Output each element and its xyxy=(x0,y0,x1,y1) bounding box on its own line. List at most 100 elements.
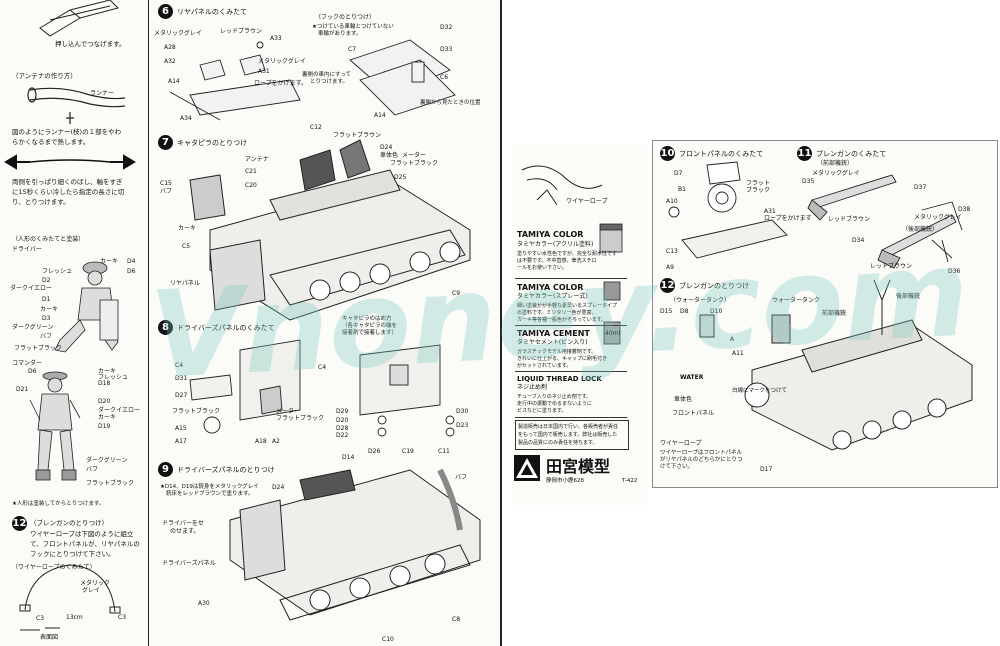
antenna-text-4: に15秒くらい冷したら指定の長さに切 xyxy=(12,188,125,196)
step6-label: C7 xyxy=(348,46,357,53)
step-12-note-text-1: ワイヤーロープは下図のように組立 xyxy=(30,530,134,538)
step9-label: のせます。 xyxy=(170,528,200,535)
step6-label: A34 xyxy=(180,115,192,122)
step12-label: ワイヤーロープはフロントパネル xyxy=(660,450,743,456)
step6-label: 裏側の車内にすって xyxy=(302,72,352,78)
step6-label: A14 xyxy=(374,112,386,119)
top-note: 押し込んでつなげます。 xyxy=(55,40,126,48)
step9-label: ドライバーをセ xyxy=(162,520,204,527)
step10-label: A10 xyxy=(666,198,678,205)
wire-rope-title: （ワイヤーロープのくみたて） xyxy=(12,564,96,571)
left-instruction-sheet: 押し込んでつなげます。 （アンテナの作り方） ランナー 図のようにランナー(枝)… xyxy=(0,0,150,646)
step11-label: D34 xyxy=(852,237,865,244)
hook-note-1: ★つけている車輪とつけていない xyxy=(312,24,394,30)
step7-label: C15 xyxy=(160,180,172,187)
step-8-title: ドライバーズパネルのくみたて xyxy=(177,324,275,332)
step10-label: フラット xyxy=(746,180,771,187)
ad-line: 細い塗装がが手軽な素早いるスプレータイプ xyxy=(517,303,618,309)
step12-label: A11 xyxy=(732,350,744,357)
ad-block-tamiya-color-spray: TAMIYA COLOR タミヤカラー(スプレー式) 細い塗装がが手軽な素早いる… xyxy=(515,281,627,326)
step10-label: A31 xyxy=(764,208,776,215)
step12-label: がリヤパネルのどちらかにとりつ xyxy=(660,457,743,463)
step12-label: （ウォータータンク） xyxy=(670,297,731,304)
step6-label: とりつけます。 xyxy=(310,79,349,85)
ad-size: 40ml xyxy=(605,330,621,337)
step11-label: レッドブラウン xyxy=(870,263,913,270)
fig-label: ダークグリーン xyxy=(86,457,128,464)
ad-line: チューブ入りのネジ止め剤です。 xyxy=(517,394,592,400)
antenna-title: （アンテナの作り方） xyxy=(12,72,77,80)
step10-label: D7 xyxy=(674,170,683,177)
step8-label: フラットブラック xyxy=(276,415,325,422)
step9-label: A30 xyxy=(198,600,210,607)
product-code: T-422 xyxy=(622,478,638,484)
step-9-note-1: ★D14、D19は銃身をメタリックグレイ xyxy=(160,484,259,490)
fig-label: D4 xyxy=(127,258,136,265)
step8-label: A15 xyxy=(175,425,187,432)
step-6-title: リヤパネルのくみたて xyxy=(177,8,248,16)
step-12-note-number: 12 xyxy=(12,516,27,531)
ad-line: の塗料です。ミリタリー色が豊富、 xyxy=(517,310,597,316)
fig-label: D20 xyxy=(98,398,111,405)
step6-label: A31 xyxy=(258,68,270,75)
step8-label: フラットブラック xyxy=(172,408,221,415)
step8-label: D20 xyxy=(336,417,349,424)
step6-label: D33 xyxy=(440,46,453,53)
fig-label: フラットブラック xyxy=(86,480,135,487)
fig-label: カーキ xyxy=(98,368,117,375)
ad-subtitle: タミヤカラー(スプレー式) xyxy=(517,293,588,300)
step12-label: WATER xyxy=(680,374,704,381)
ad-line: ールをお使い下さい。 xyxy=(517,265,568,271)
fig-label: D1 xyxy=(42,296,51,303)
step7-label: メーター xyxy=(402,152,427,159)
ad-line: は不要です。不中直感、筆洗スチロ xyxy=(517,258,597,264)
sheet-divider xyxy=(148,0,149,646)
legal-note-box: 製造販売は日本国内で行い、各販売者が責任 をもって国内で販売します。弊社は販売し… xyxy=(515,420,629,450)
figures-driver: ドライバー xyxy=(12,246,42,253)
step10-label: A9 xyxy=(666,264,674,271)
ad-title: TAMIYA COLOR xyxy=(517,283,584,292)
step7-label: D25 xyxy=(394,174,407,181)
hook-note-2: 車輪があります。 xyxy=(318,31,362,37)
step-12-number: 12 xyxy=(660,278,675,293)
step11-label: D36 xyxy=(948,268,961,275)
ad-subtitle: タミヤセメント(ビン入り) xyxy=(517,339,588,346)
step6-label: A33 xyxy=(270,35,282,42)
step8-label: A2 xyxy=(272,438,280,445)
hook-title: （フックのとりつけ） xyxy=(315,14,376,21)
figures-title: （人形のくみたてと塗装） xyxy=(12,236,85,243)
legal-line: 製品の品質にのみ責任を持ちます。 xyxy=(518,440,598,446)
step10-label: ブラック xyxy=(746,187,771,194)
step-9-title: ドライバーズパネルのとりつけ xyxy=(177,466,275,474)
ad-subtitle: ネジ止め剤 xyxy=(517,384,548,391)
step12-label: D10 xyxy=(710,308,723,315)
step12-label: ワイヤーロープ xyxy=(660,440,702,447)
fig-label: D18 xyxy=(98,380,111,387)
fig-label: ダークイエロー xyxy=(98,407,140,414)
step9-label: ドライバーズパネル xyxy=(162,560,216,567)
step6-label: A28 xyxy=(164,44,176,51)
runner-label: ランナー xyxy=(90,90,115,97)
step11-label: メタリックグレイ xyxy=(812,170,860,177)
ad-title: LIQUID THREAD LOCK xyxy=(517,375,602,383)
step7-label: 接着剤で接着します） xyxy=(342,330,398,336)
step12-label: けて下さい。 xyxy=(660,464,694,470)
ad-block-liquid-thread-lock: LIQUID THREAD LOCK ネジ止め剤 チューブ入りのネジ止め剤です。… xyxy=(515,373,627,418)
step6-label: メタリックグレイ xyxy=(258,58,306,65)
step10-label: C13 xyxy=(666,248,678,255)
wire-label: グレイ xyxy=(82,587,101,594)
antenna-text-3: 両側を引っぱり細くのばし、軸をすぎ xyxy=(12,178,123,186)
step7-label: 車体色 xyxy=(380,152,399,159)
step-12-title: ブレンガンのとりつけ xyxy=(679,282,750,290)
brand-address: 静岡市小鹿628 xyxy=(546,478,584,484)
middle-sheet-drawings xyxy=(514,165,623,481)
step-11-front-sub: （前部機銃） xyxy=(817,160,854,167)
antenna-text-2: らかくなるまで熱します。 xyxy=(12,138,90,146)
step8-label: C4 xyxy=(318,364,327,371)
legal-line: 製造販売は日本国内で行い、各販売者が責任 xyxy=(518,424,619,430)
antenna-text-1: 図のようにランナー(枝)の１部をやわ xyxy=(12,128,122,136)
step12-label: 車体色 xyxy=(674,396,693,403)
step8-label: D22 xyxy=(336,432,349,439)
step9-label: C8 xyxy=(452,616,461,623)
step12-label: 後部機銃 xyxy=(896,293,921,300)
